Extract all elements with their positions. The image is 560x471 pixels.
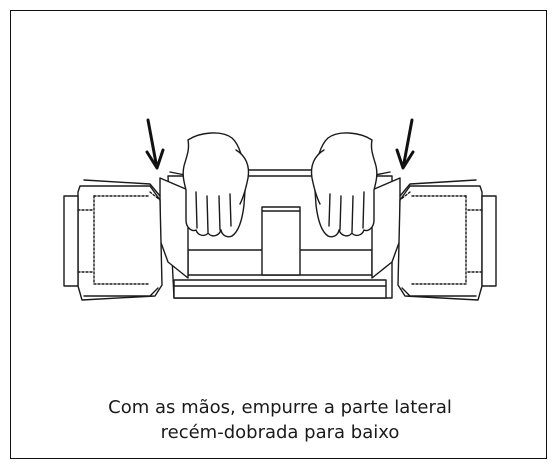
left-outer-panel <box>63 179 163 301</box>
right-outer-panel <box>397 179 497 301</box>
caption-line-1: Com as mãos, empurre a parte lateral <box>108 397 452 418</box>
caption-line-2: recém-dobrada para baixo <box>160 422 400 443</box>
hand-icon <box>182 132 250 238</box>
hand-icon <box>310 132 378 238</box>
instruction-caption: Com as mãos, empurre a parte lateral rec… <box>0 395 560 445</box>
arrow-down-icon <box>145 118 165 170</box>
arrow-down-icon <box>395 118 415 170</box>
